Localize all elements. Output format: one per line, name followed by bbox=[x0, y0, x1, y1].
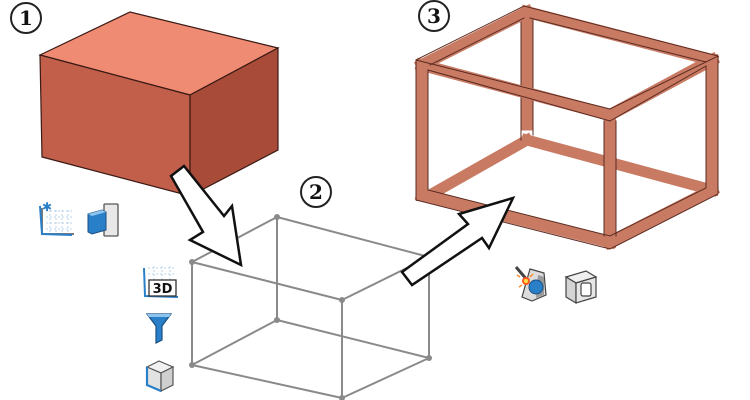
svg-text:✱: ✱ bbox=[42, 200, 52, 214]
frame-vertical-members bbox=[416, 54, 718, 248]
box-view-icon[interactable] bbox=[145, 360, 175, 393]
step-1-badge: 1 bbox=[10, 2, 42, 34]
extrude-boss-icon[interactable] bbox=[87, 203, 119, 237]
arrow-to-wireframe bbox=[169, 164, 243, 268]
solid-block-side-face bbox=[189, 46, 279, 197]
step-2-badge: 2 bbox=[300, 176, 332, 208]
frame-top-members bbox=[413, 3, 721, 124]
frame-bottom-members bbox=[414, 181, 721, 251]
step-3-badge: 3 bbox=[418, 0, 450, 32]
new-sketch-icon[interactable]: ✱ bbox=[36, 200, 76, 236]
frame-back-members bbox=[422, 9, 719, 203]
weldment-feature-icon[interactable] bbox=[514, 266, 547, 302]
3d-sketch-icon[interactable]: 3D bbox=[138, 264, 180, 300]
step-3-label: 3 bbox=[427, 4, 441, 28]
weldment-frame bbox=[413, 3, 721, 251]
solid-block bbox=[38, 11, 280, 197]
structural-member-icon[interactable] bbox=[564, 270, 598, 305]
filter-funnel-icon[interactable] bbox=[145, 313, 173, 344]
3d-badge-text: 3D bbox=[153, 282, 173, 297]
step-2-label: 2 bbox=[309, 180, 323, 204]
arrow-to-frame bbox=[400, 196, 516, 287]
wireframe-box bbox=[191, 216, 430, 399]
step-1-label: 1 bbox=[19, 6, 33, 30]
frame-back-members-outline bbox=[520, 14, 534, 141]
frame-member-outlines bbox=[415, 5, 719, 250]
